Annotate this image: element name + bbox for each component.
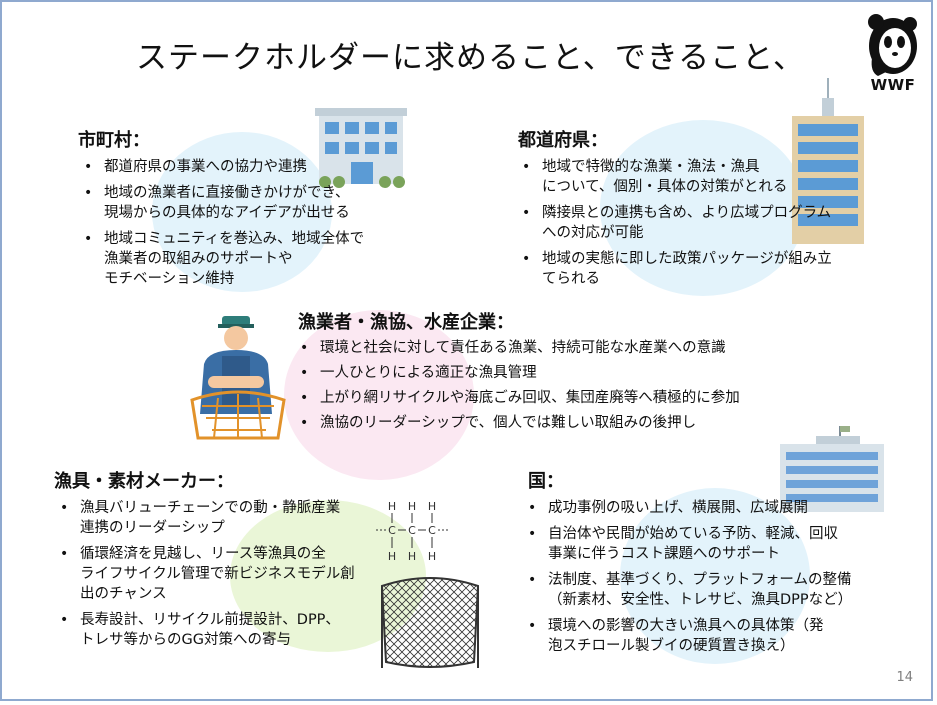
polymer-molecule-illustration: H H H C C C H H H <box>376 500 448 563</box>
list-item: 地域の実態に即した政策パッケージが組み立 てられる <box>516 249 888 289</box>
list-item: 地域の漁業者に直接働きかけができ、 現場からの具体的なアイデアが出せる <box>78 183 398 223</box>
wwf-logo-text: WWF <box>870 76 916 94</box>
list-item: 循環経済を見越し、リース等漁具の全 ライフサイクル管理で新ビジネスモデル創 出の… <box>54 544 374 604</box>
molecule-h-bottom-1: H <box>388 550 396 563</box>
list-item: 自治体や民間が始めている予防、軽減、回収 事業に伴うコスト課題へのサポート <box>522 524 902 564</box>
molecule-c-1: C <box>388 524 396 537</box>
country-heading: 国： <box>528 471 564 492</box>
municipality-list: 都道府県の事業への協力や連携 地域の漁業者に直接働きかけができ、 現場からの具体… <box>78 157 398 295</box>
list-item: 成功事例の吸い上げ、横展開、広域展開 <box>522 498 902 518</box>
molecule-c-2: C <box>408 524 416 537</box>
fishing-net-illustration <box>380 577 480 668</box>
prefecture-heading: 都道府県： <box>518 130 608 151</box>
municipality-heading: 市町村： <box>78 130 150 151</box>
fishers-heading: 漁業者・漁協、水産企業： <box>298 312 514 333</box>
wwf-panda-logo <box>868 14 917 76</box>
gear-makers-list: 漁具バリューチェーンでの動・静脈産業 連携のリーダーシップ 循環経済を見越し、リ… <box>54 498 374 656</box>
list-item: 環境への影響の大きい漁具への具体策（発 泡スチロール製ブイの硬質置き換え） <box>522 616 902 656</box>
list-item: 漁協のリーダーシップで、個人では難しい取組みの後押し <box>294 413 814 433</box>
fisher-illustration <box>190 316 286 440</box>
country-list: 成功事例の吸い上げ、横展開、広域展開 自治体や民間が始めている予防、軽減、回収 … <box>522 498 902 662</box>
molecule-h-top-2: H <box>408 500 416 513</box>
list-item: 長寿設計、リサイクル前提設計、DPP、 トレサ等からのGG対策への寄与 <box>54 610 374 650</box>
page-number: 14 <box>896 670 913 685</box>
list-item: 法制度、基準づくり、プラットフォームの整備 （新素材、安全性、トレサビ、漁具DP… <box>522 570 902 610</box>
molecule-c-3: C <box>428 524 436 537</box>
list-item: 漁具バリューチェーンでの動・静脈産業 連携のリーダーシップ <box>54 498 374 538</box>
page-title: ステークホルダーに求めること、できること、 <box>136 40 805 76</box>
list-item: 環境と社会に対して責任ある漁業、持続可能な水産業への意識 <box>294 338 814 358</box>
list-item: 地域で特徴的な漁業・漁法・漁具 について、個別・具体の対策がとれる <box>516 157 888 197</box>
fishers-list: 環境と社会に対して責任ある漁業、持続可能な水産業への意識 一人ひとりによる適正な… <box>294 338 814 438</box>
prefecture-list: 地域で特徴的な漁業・漁法・漁具 について、個別・具体の対策がとれる 隣接県との連… <box>516 157 888 295</box>
molecule-h-top-1: H <box>388 500 396 513</box>
list-item: 上がり網リサイクルや海底ごみ回収、集団産廃等へ積極的に参加 <box>294 388 814 408</box>
molecule-h-top-3: H <box>428 500 436 513</box>
list-item: 地域コミュニティを巻込み、地域全体で 漁業者の取組みのサポートや モチベーション… <box>78 229 398 289</box>
molecule-h-bottom-3: H <box>428 550 436 563</box>
list-item: 隣接県との連携も含め、より広域プログラム への対応が可能 <box>516 203 888 243</box>
list-item: 一人ひとりによる適正な漁具管理 <box>294 363 814 383</box>
gear-makers-heading: 漁具・素材メーカー： <box>54 471 234 492</box>
list-item: 都道府県の事業への協力や連携 <box>78 157 398 177</box>
molecule-h-bottom-2: H <box>408 550 416 563</box>
